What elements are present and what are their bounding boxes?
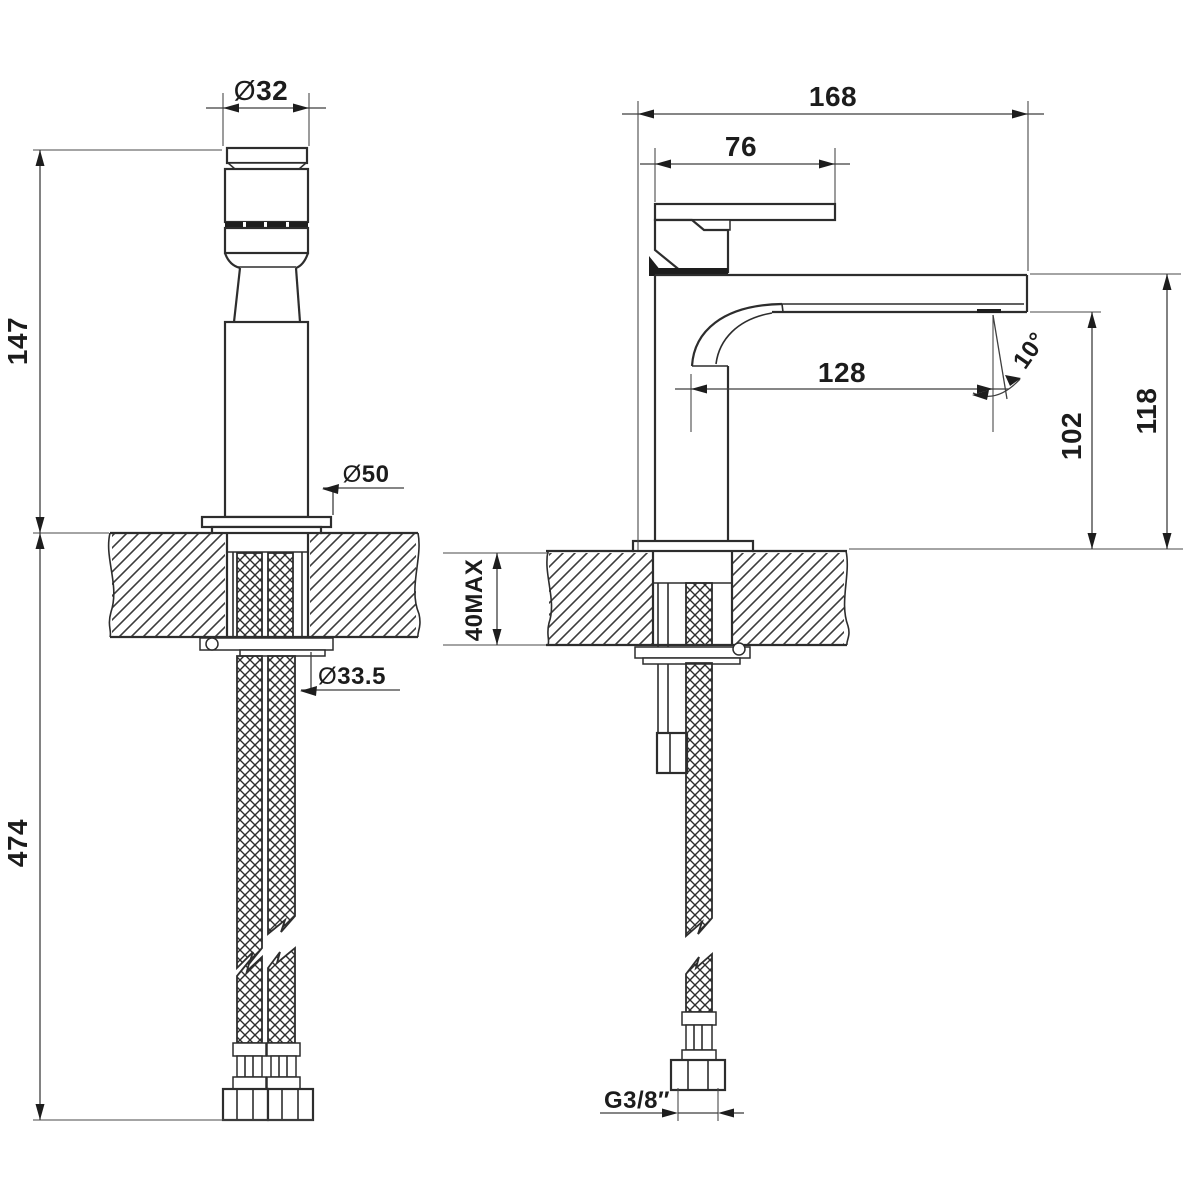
- front-counter-section: [107, 531, 421, 639]
- side-counter-section: [546, 549, 850, 647]
- dim-height-147: 147: [2, 149, 222, 534]
- dim-label-76: 76: [725, 131, 757, 162]
- front-faucet-body: [200, 146, 333, 535]
- dim-label-diameter-50: Ø50: [343, 461, 390, 488]
- dim-deck-thickness-40max: 40MAX: [443, 552, 549, 646]
- dim-label-10deg: 10°: [1008, 327, 1052, 373]
- front-supply-hoses: [199, 552, 334, 1122]
- dim-label-102: 102: [1056, 412, 1087, 460]
- dim-lever-length-76: 76: [640, 131, 850, 203]
- side-faucet-body: [631, 202, 1029, 553]
- dim-underspout-102: 102: [849, 311, 1183, 550]
- side-view: 168 76 128 10°: [443, 81, 1183, 1121]
- dim-label-diameter-33-5: Ø33.5: [318, 663, 386, 690]
- dim-label-g38: G3/8″: [604, 1087, 670, 1114]
- aerator-outlet: [977, 309, 1001, 313]
- dim-label-118: 118: [1131, 388, 1162, 435]
- dim-top-diameter: Ø32: [206, 75, 326, 146]
- dim-label-474: 474: [2, 819, 33, 867]
- dim-overall-depth-168: 168: [622, 81, 1044, 550]
- dim-hose-length-474: 474: [2, 533, 313, 1121]
- dim-label-diameter-32: Ø32: [234, 75, 288, 106]
- dim-spout-reach-128: 128: [675, 315, 1009, 432]
- dim-label-147: 147: [2, 317, 33, 365]
- side-supply-connections: [634, 582, 751, 1092]
- dim-shank-diameter-33-5: Ø33.5: [300, 652, 400, 696]
- dim-overall-height-118: 118: [1030, 273, 1181, 549]
- dim-label-128: 128: [818, 357, 866, 388]
- dim-thread-g38: G3/8″: [600, 1087, 744, 1121]
- dim-label-40max: 40MAX: [461, 559, 488, 642]
- front-view: Ø32 147 474 Ø50 Ø33.5: [2, 75, 421, 1122]
- dim-base-diameter-50: Ø50: [322, 461, 404, 515]
- dim-label-168: 168: [809, 81, 857, 112]
